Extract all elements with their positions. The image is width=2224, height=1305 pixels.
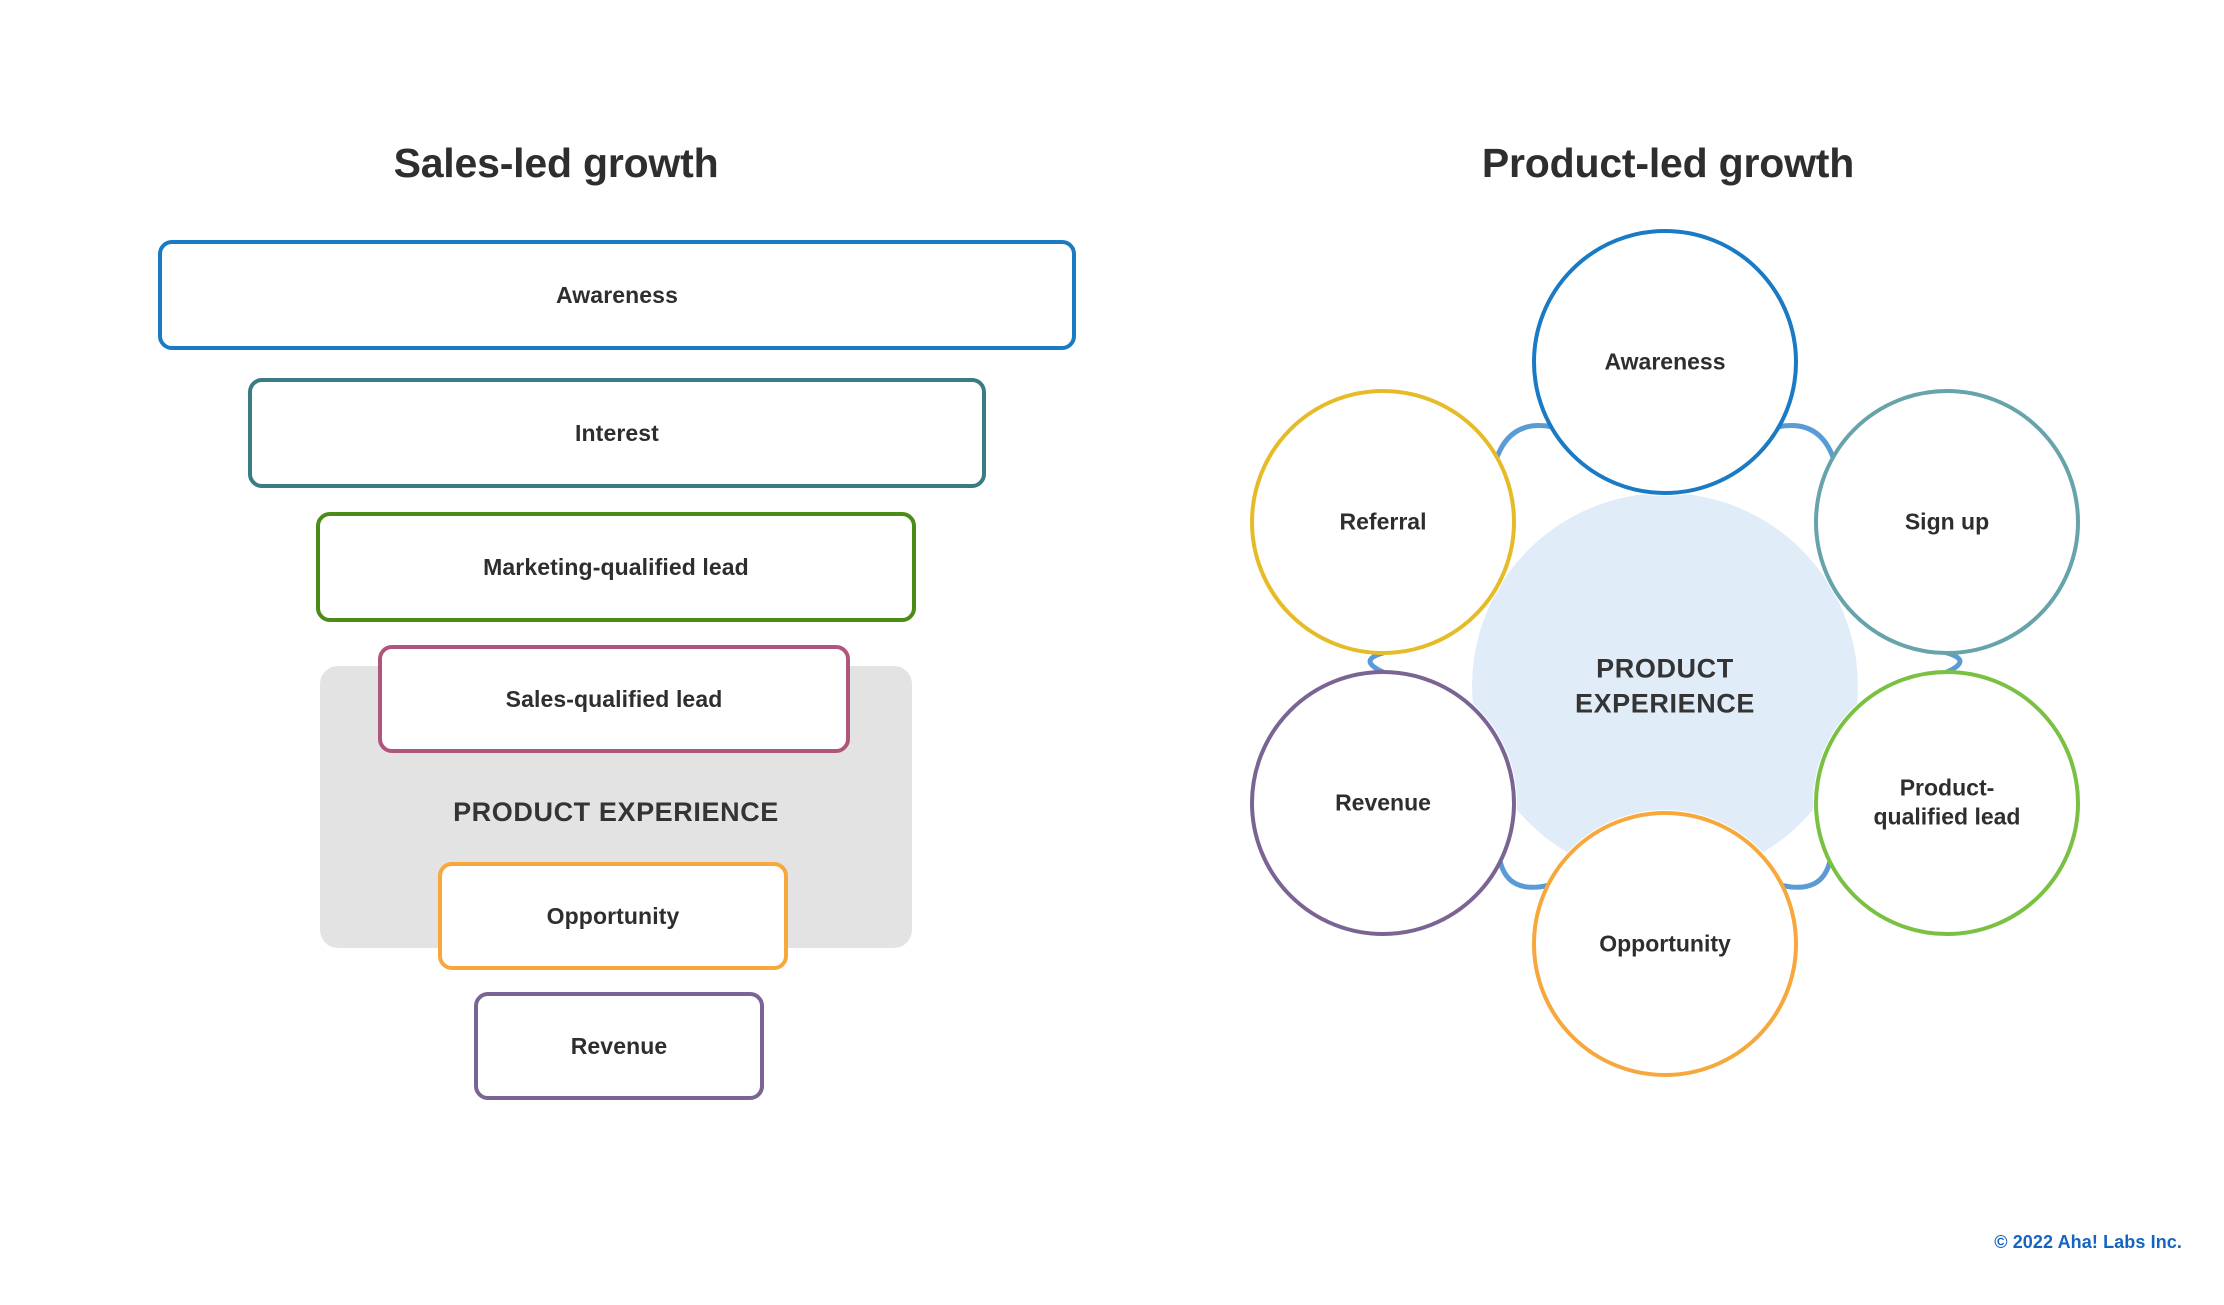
plg-connector-arc: [1779, 859, 1833, 890]
plg-connector-arc: [1944, 650, 1963, 675]
page-title-product-led: Product-led growth: [1481, 140, 1855, 186]
funnel-stage-opportunity: Opportunity: [438, 862, 788, 970]
funnel-stage-interest: Interest: [248, 378, 986, 488]
plg-node-circle: [1814, 389, 2080, 655]
funnel-stage-awareness: Awareness: [158, 240, 1076, 350]
funnel-stage-revenue: Revenue: [474, 992, 764, 1100]
plg-node-circle: [1814, 670, 2080, 936]
copyright-notice: © 2022 Aha! Labs Inc.: [1994, 1232, 2182, 1252]
sales-led-growth-panel: Sales-led growth PRODUCT EXPERIENCE Awar…: [158, 140, 1076, 1100]
plg-node-circles: [1250, 229, 2080, 1077]
plg-node-circle: [1532, 811, 1798, 1077]
product-led-growth-wheel: PRODUCT EXPERIENCE Awareness Sign up Pro…: [1112, 0, 2224, 1305]
funnel-stage-marketing-qualified-lead: Marketing-qualified lead: [316, 512, 916, 622]
plg-node-circle: [1532, 229, 1798, 495]
plg-connector-arc: [1494, 423, 1554, 460]
plg-node-circle: [1250, 670, 1516, 936]
product-experience-circle: [1472, 493, 1858, 879]
plg-wheel-svg: [1250, 229, 2080, 1077]
plg-connector-arc: [1367, 650, 1386, 675]
product-led-growth-panel: Product-led growth PRODUCT EXPERIENCE Aw…: [1112, 0, 2224, 1305]
plg-node-circle: [1250, 389, 1516, 655]
plg-connector-arc: [1497, 859, 1551, 890]
plg-connector-arc: [1776, 423, 1836, 460]
product-experience-label: PRODUCT EXPERIENCE: [453, 797, 779, 827]
funnel-stage-sales-qualified-lead: Sales-qualified lead: [378, 645, 850, 753]
page-title-sales-led: Sales-led growth: [393, 140, 719, 186]
